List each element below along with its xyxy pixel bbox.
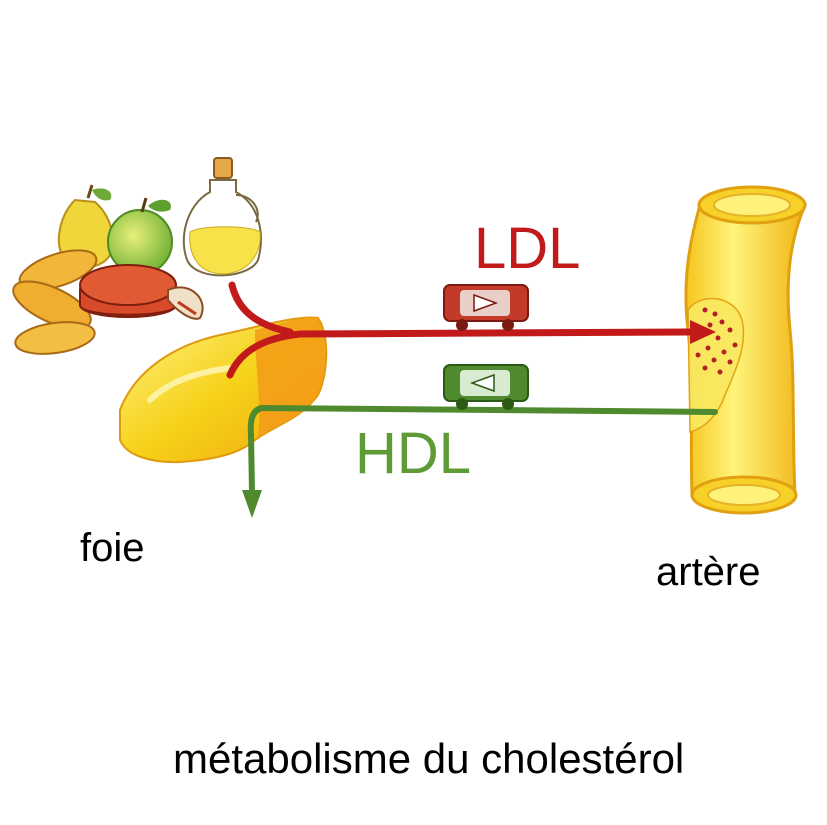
artery-icon: [684, 185, 808, 515]
pate-icon: [79, 264, 204, 320]
sausage-icon: [12, 249, 98, 355]
diagram-caption: métabolisme du cholestérol: [173, 735, 685, 782]
hdl-label: HDL: [355, 421, 472, 486]
oil-bottle-icon: [182, 157, 262, 277]
liver-label: foie: [80, 526, 145, 570]
liver-icon: [119, 316, 328, 464]
artery-label: artère: [656, 550, 761, 594]
hdl-flow-arrow: [242, 404, 718, 518]
food-cluster: [12, 157, 262, 355]
ldl-label: LDL: [474, 216, 581, 281]
apple-icon: [107, 197, 173, 275]
ldl-carrier-icon: [443, 284, 529, 331]
ldl-flow-arrow: [226, 281, 716, 379]
hdl-carrier-icon: [443, 364, 529, 410]
